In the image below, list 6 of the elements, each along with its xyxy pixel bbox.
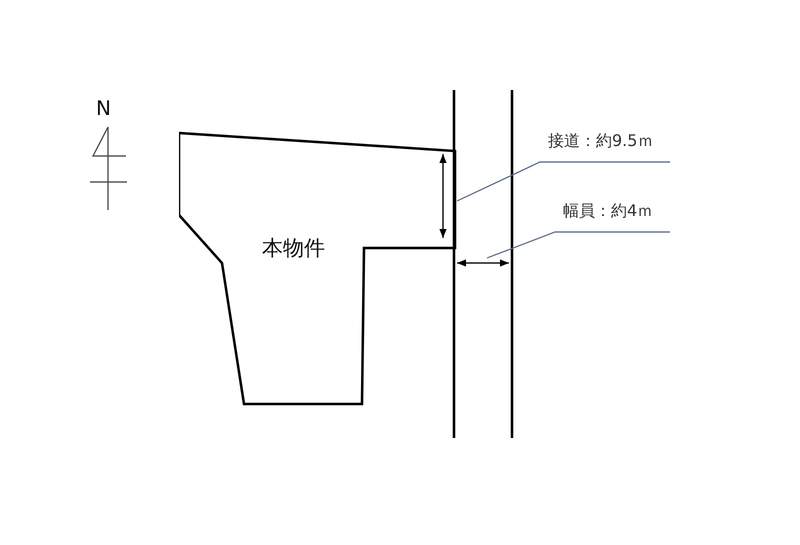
dimension-label: 幅員：約4ｍ <box>563 201 654 220</box>
north-label: N <box>96 96 111 120</box>
leader-line <box>456 161 670 202</box>
dimension-label: 接道：約9.5ｍ <box>548 131 654 150</box>
leader-line <box>486 231 670 259</box>
lot-label: 本物件 <box>262 235 325 262</box>
